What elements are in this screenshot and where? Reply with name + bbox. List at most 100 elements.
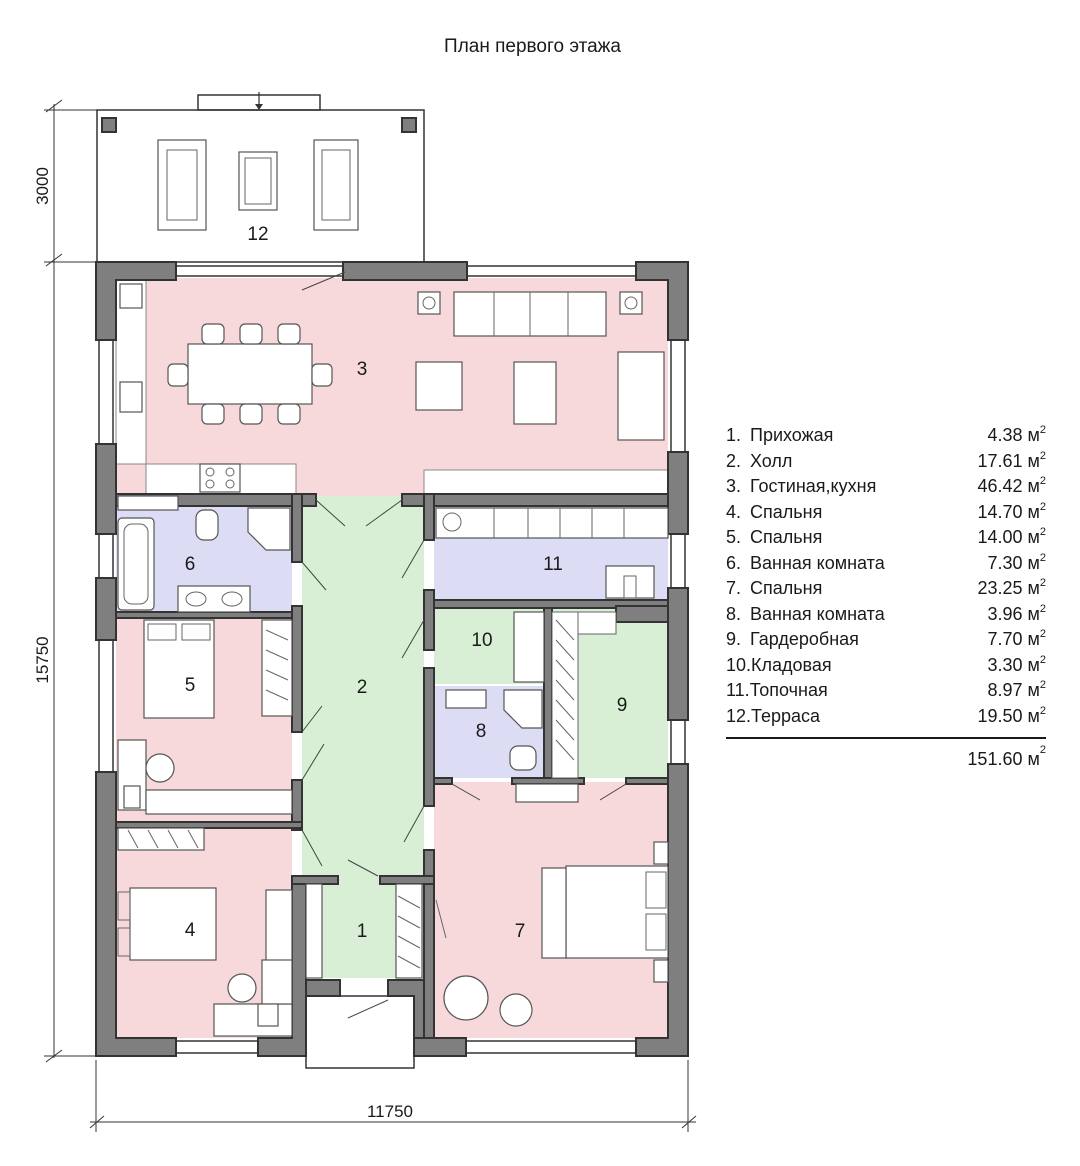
legend-area-unit: м [1027, 629, 1040, 649]
legend-area-unit-sup: 2 [1039, 577, 1046, 589]
legend-row: 2.Холл 17.61 м2 [726, 449, 1046, 475]
legend-area-value: 14.00 [977, 527, 1023, 547]
legend-area-value: 3.30 [987, 654, 1023, 675]
legend-area-unit: м [1027, 501, 1040, 522]
legend-room-title: Ванная комната [750, 552, 885, 573]
legend-row: 3.Гостиная,кухня 46.42 м2 [726, 474, 1046, 500]
legend-area-unit-sup: 2 [1039, 653, 1046, 666]
legend-area-unit: м [1027, 603, 1040, 624]
interior-walls [115, 493, 669, 1039]
legend-row: 4. Спальня 14.70 м2 [726, 500, 1046, 526]
legend-room-title: Спальня [750, 501, 823, 522]
room-label-1: 1 [357, 921, 368, 942]
legend-room-name: 6.Ванная комната [726, 551, 885, 577]
legend-area-value: 3.96 [987, 603, 1023, 624]
legend-area-unit: м [1027, 578, 1040, 598]
bath-8-fixtures [445, 689, 543, 771]
legend-room-area: 14.70 м2 [977, 500, 1046, 526]
entry-wardrobe [305, 883, 423, 979]
legend-room-number: 11. [726, 680, 750, 700]
room-label-10: 10 [471, 630, 492, 651]
legend-room-area: 17.61 м2 [977, 449, 1046, 475]
total-area-value: 151.60 [967, 749, 1023, 769]
exterior-walls [95, 261, 689, 1069]
bedroom-4-furniture [117, 827, 293, 1037]
bedroom-5-furniture [117, 619, 293, 815]
legend-area-unit: м [1027, 527, 1040, 547]
legend-room-area: 7.70 м2 [987, 627, 1046, 653]
legend-room-name: 5.Спальня [726, 525, 822, 551]
room-2-floor [302, 496, 424, 872]
room-label-2: 2 [357, 677, 368, 698]
legend-room-area: 3.30 м2 [987, 653, 1046, 679]
room-label-11: 11 [543, 554, 563, 575]
legend-area-unit: м [1027, 425, 1040, 445]
legend-row: 10.Кладовая 3.30 м2 [726, 653, 1046, 679]
legend-area-value: 4.38 [987, 425, 1023, 445]
wardrobe-rails [551, 611, 617, 779]
legend-area-unit-sup: 2 [1039, 704, 1046, 717]
legend-room-name: 3.Гостиная,кухня [726, 474, 876, 500]
legend-area-value: 46.42 [977, 476, 1023, 496]
legend-room-number: 2. [726, 450, 742, 471]
boiler-fixtures [435, 507, 669, 599]
legend-room-number: 5. [726, 527, 742, 547]
terrace-column-left [101, 117, 117, 133]
legend-room-name: 2.Холл [726, 449, 792, 475]
legend-area-unit-sup: 2 [1039, 551, 1046, 564]
terrace-column-right [401, 117, 417, 133]
legend-room-area: 8.97 м2 [987, 678, 1046, 704]
legend-area-unit-sup: 2 [1039, 679, 1046, 691]
kitchen-fixtures [117, 283, 241, 511]
room-label-8: 8 [476, 721, 487, 742]
legend-row: 1.Прихожая 4.38 м2 [726, 423, 1046, 449]
door-swings [301, 271, 627, 1019]
legend-area-unit: м [1027, 450, 1040, 471]
legend-room-name: 9.Гардеробная [726, 627, 859, 653]
legend-room-name: 10.Кладовая [726, 653, 832, 679]
legend-area-unit-sup: 2 [1039, 475, 1046, 487]
storage-shelf [513, 611, 545, 683]
legend-room-name: 4. Спальня [726, 500, 822, 526]
legend-room-number: 4. [726, 501, 742, 522]
legend-room-area: 19.50 м2 [977, 704, 1046, 730]
legend-row: 11.Топочная 8.97 м2 [726, 678, 1046, 704]
legend-area-value: 14.70 [977, 501, 1023, 522]
legend-area-unit: м [1027, 476, 1040, 496]
legend-room-number: 12. [726, 705, 752, 726]
legend-room-title: Спальня [750, 578, 823, 598]
legend-area-unit-sup: 2 [1039, 628, 1046, 640]
bath-6-fixtures [117, 507, 291, 613]
legend-room-title: Ванная комната [750, 603, 885, 624]
dining-set [167, 323, 333, 425]
legend-room-title: Прихожая [750, 425, 834, 445]
room-label-12: 12 [247, 224, 268, 245]
legend-room-number: 9. [726, 629, 742, 649]
legend-room-name: 12.Терраса [726, 704, 820, 730]
legend-divider [726, 737, 1046, 739]
legend-row: 6.Ванная комната 7.30 м2 [726, 551, 1046, 577]
legend-area-unit: м [1027, 552, 1040, 573]
legend-room-number: 3. [726, 476, 742, 496]
legend-row: 12.Терраса 19.50 м2 [726, 704, 1046, 730]
legend-area-value: 23.25 [977, 578, 1023, 598]
legend-area-value: 19.50 [977, 705, 1023, 726]
legend-area-unit-sup: 2 [1039, 449, 1046, 462]
legend-area-value: 7.70 [987, 629, 1023, 649]
room-label-3: 3 [357, 359, 368, 380]
legend-room-area: 7.30 м2 [987, 551, 1046, 577]
total-area-unit: м [1027, 749, 1040, 769]
terrace-sofa-left [157, 139, 207, 231]
legend-room-title: Терраса [751, 705, 821, 726]
legend-room-title: Топочная [749, 680, 828, 700]
living-cabinet [423, 469, 669, 495]
legend-room-area: 4.38 м2 [987, 423, 1046, 449]
legend-total: 151.60 м2 [726, 744, 1046, 770]
legend-area-unit: м [1027, 680, 1040, 700]
legend-room-area: 46.42 м2 [977, 474, 1046, 500]
legend-room-name: 1.Прихожая [726, 423, 833, 449]
